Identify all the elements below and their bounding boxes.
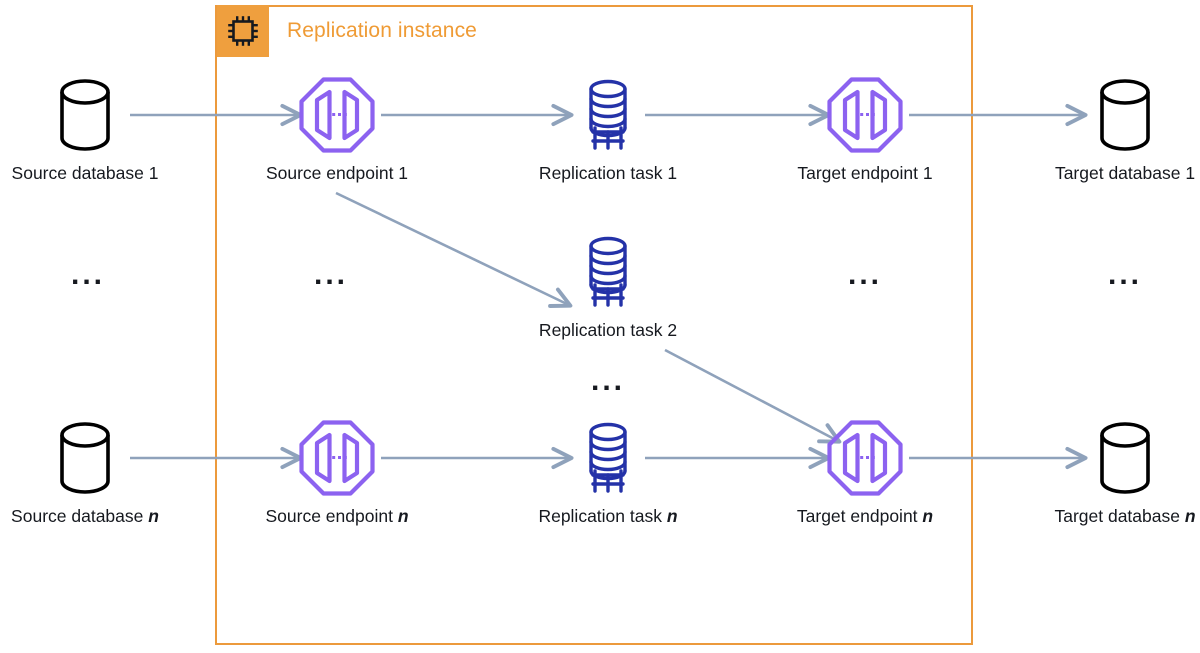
database-cylinder-icon	[1098, 422, 1152, 494]
label-index: 1	[398, 163, 409, 183]
target-database-n-label: Target database n	[1054, 506, 1196, 526]
label-text: Source endpoint	[265, 163, 399, 183]
replication-instance-label: Replication instance	[287, 19, 477, 42]
label-index: n	[148, 506, 159, 526]
endpoint-octagon-icon	[298, 419, 376, 497]
endpoint-octagon-icon	[826, 76, 904, 154]
endpoint-octagon-icon	[826, 419, 904, 497]
ellipsis-target-databases: ...	[1107, 258, 1143, 291]
replication-task-1-label: Replication task 1	[538, 163, 678, 183]
ellipsis-source-databases: ...	[70, 258, 106, 291]
replication-task-2-label: Replication task 2	[538, 320, 678, 340]
database-cylinder-icon	[1098, 79, 1152, 151]
label-text: Target database	[1054, 163, 1186, 183]
label-index: 1	[922, 163, 933, 183]
label-text: Replication task	[538, 506, 667, 526]
label-text: Source endpoint	[265, 506, 398, 526]
label-text: Source database	[11, 506, 149, 526]
label-text: Source database	[11, 163, 149, 183]
source-endpoint-n-label: Source endpoint n	[265, 506, 409, 526]
label-index: 1	[1185, 163, 1196, 183]
label-text: Target endpoint	[796, 506, 923, 526]
replication-task-n-label: Replication task n	[538, 506, 678, 526]
chip-icon	[217, 5, 269, 57]
label-text: Target database	[1054, 506, 1185, 526]
target-endpoint-n-label: Target endpoint n	[796, 506, 934, 526]
label-index: 1	[667, 163, 678, 183]
source-endpoint-1-label: Source endpoint 1	[265, 163, 409, 183]
ellipsis-replication-tasks: ...	[590, 364, 626, 397]
endpoint-octagon-icon	[298, 76, 376, 154]
source-database-1-label: Source database 1	[11, 163, 159, 183]
label-index: n	[666, 506, 678, 526]
ellipsis-source-endpoints: ...	[313, 258, 349, 291]
label-index: 1	[148, 163, 159, 183]
ellipsis-target-endpoints: ...	[847, 258, 883, 291]
database-cylinder-icon	[58, 422, 112, 494]
target-endpoint-1-label: Target endpoint 1	[797, 163, 933, 183]
source-database-n-label: Source database n	[11, 506, 159, 526]
label-index: n	[922, 506, 934, 526]
replication-task-icon	[583, 78, 633, 152]
label-index: n	[1184, 506, 1196, 526]
label-text: Replication task	[538, 163, 668, 183]
replication-instance-container	[215, 5, 973, 645]
label-index: 2	[667, 320, 678, 340]
replication-task-icon	[583, 235, 633, 309]
replication-task-icon	[583, 421, 633, 495]
label-text: Target endpoint	[797, 163, 923, 183]
database-cylinder-icon	[58, 79, 112, 151]
label-index: n	[397, 506, 409, 526]
label-text: Replication task	[538, 320, 668, 340]
replication-instance-header: Replication instance	[217, 5, 477, 57]
target-database-1-label: Target database 1	[1054, 163, 1196, 183]
